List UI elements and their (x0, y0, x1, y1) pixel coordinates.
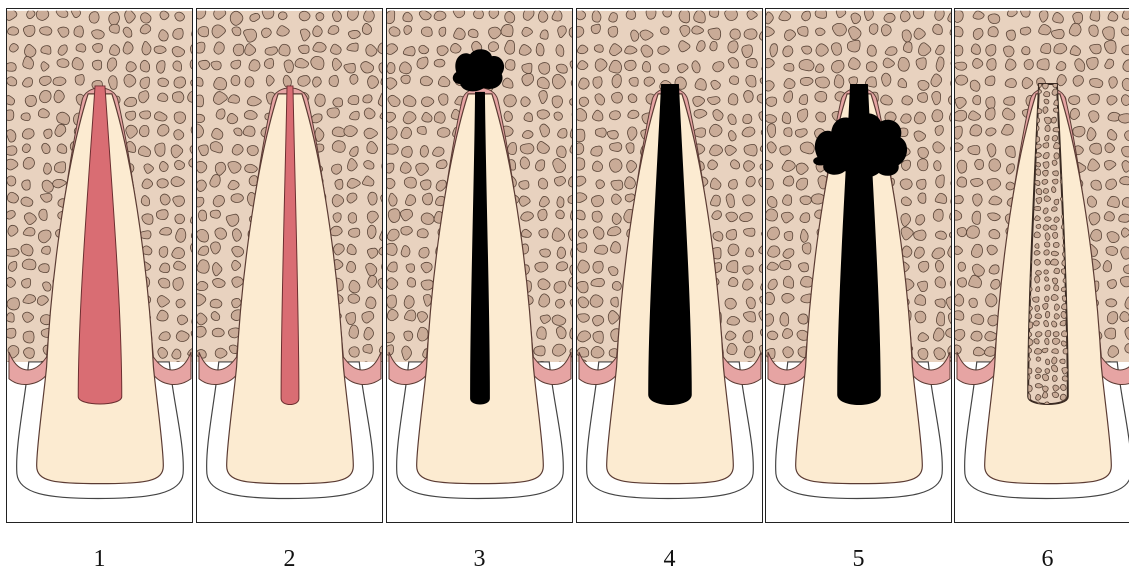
panel-label-1: 1 (6, 546, 193, 573)
tooth-panel-3 (386, 8, 573, 523)
tooth-panel-4 (576, 8, 763, 523)
tooth-panel-1 (6, 8, 193, 523)
tooth-panel-5 (765, 8, 952, 523)
panel-label-2: 2 (196, 546, 383, 573)
panel-label-3: 3 (386, 546, 573, 573)
panel-label-5: 5 (765, 546, 952, 573)
tooth-panel-6 (954, 8, 1129, 523)
tooth-panel-2 (196, 8, 383, 523)
panel-label-4: 4 (576, 546, 763, 573)
panel-label-6: 6 (954, 546, 1129, 573)
